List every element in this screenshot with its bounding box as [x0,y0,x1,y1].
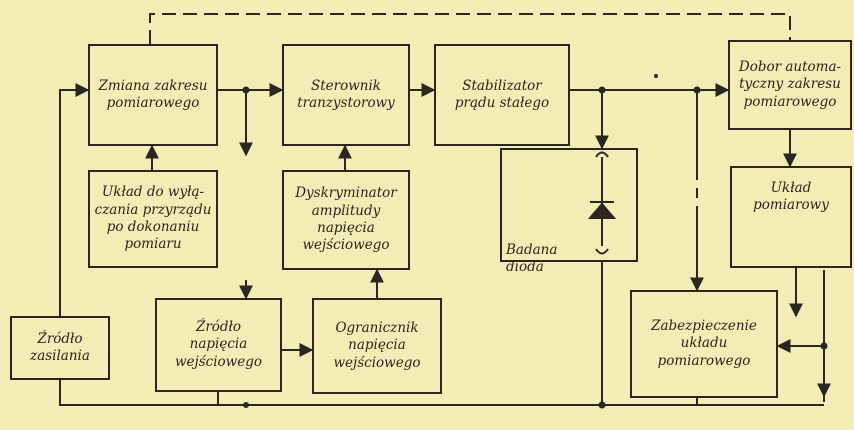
block-badana-dioda [500,148,638,262]
junction-dot [820,342,828,350]
diode-symbol-icon [587,151,617,255]
block-zrodlo-napiecia: Źródło napięcia wejściowego [155,298,282,392]
block-sterownik: Sterownik tranzystorowy [282,44,410,146]
block-stabilizator: Stabilizator prądu stałego [434,44,570,146]
block-uklad-wylaczania: Układ do wyłą- czania przyrządu po dokon… [88,170,218,268]
block-dobor: Dobor automa- tyczny zakresu pomiarowego [728,40,852,130]
junction-dot [598,86,606,94]
junction-dot [242,86,250,94]
block-uklad-pomiarowy: Układ pomiarowy [730,166,852,268]
junction-dot [654,74,658,78]
junction-dot [693,86,701,94]
junction-dot [243,402,249,408]
left-feed-line [59,83,90,316]
block-dyskryminator: Dyskryminator amplitudy napięcia wejścio… [282,170,410,270]
block-zrodlo-zasilania: Źródło zasilania [10,316,110,380]
junction-dot [598,401,606,409]
dashed-feedback-line [149,13,791,44]
block-ogranicznik: Ogranicznik napięcia wejściowego [312,298,442,394]
block-zabezpieczenie: Zabezpieczenie układu pomiarowego [630,290,778,398]
block-zmiana-zakresu: Zmiana zakresu pomiarowego [88,44,218,146]
bottom-line [59,380,824,406]
badana-dioda-label: Badana dioda [506,242,558,276]
